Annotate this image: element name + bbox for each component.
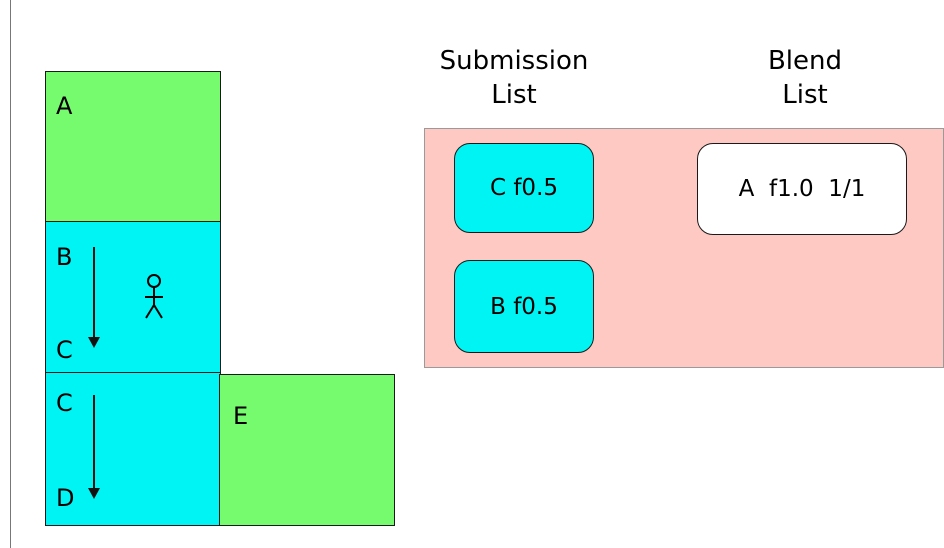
blend-list-header-line1: Blend bbox=[767, 46, 843, 76]
room-b: B C bbox=[45, 221, 221, 374]
room-a-label: A bbox=[56, 92, 73, 120]
blend-list-header: Blend List bbox=[740, 44, 870, 112]
submission-list-header-line1: Submission bbox=[439, 46, 589, 76]
blend-list-header-line2: List bbox=[782, 80, 828, 110]
room-b-end-label: C bbox=[56, 336, 73, 364]
down-arrow-icon bbox=[85, 395, 103, 499]
down-arrow-icon bbox=[85, 247, 103, 348]
room-a: A bbox=[45, 71, 221, 223]
room-e: E bbox=[219, 374, 395, 526]
submission-list-header-line2: List bbox=[491, 80, 537, 110]
room-e-label: E bbox=[233, 402, 249, 430]
room-c-start-label: C bbox=[56, 389, 73, 417]
room-c: C D bbox=[45, 372, 221, 526]
submission-item: C f0.5 bbox=[454, 143, 594, 233]
submission-list-header: Submission List bbox=[419, 44, 609, 112]
slide-edge bbox=[10, 0, 11, 548]
room-c-end-label: D bbox=[56, 484, 75, 512]
person-icon bbox=[145, 274, 163, 319]
submission-item: B f0.5 bbox=[454, 260, 594, 353]
blend-item: A f1.0 1/1 bbox=[697, 143, 907, 235]
room-b-start-label: B bbox=[56, 243, 73, 271]
